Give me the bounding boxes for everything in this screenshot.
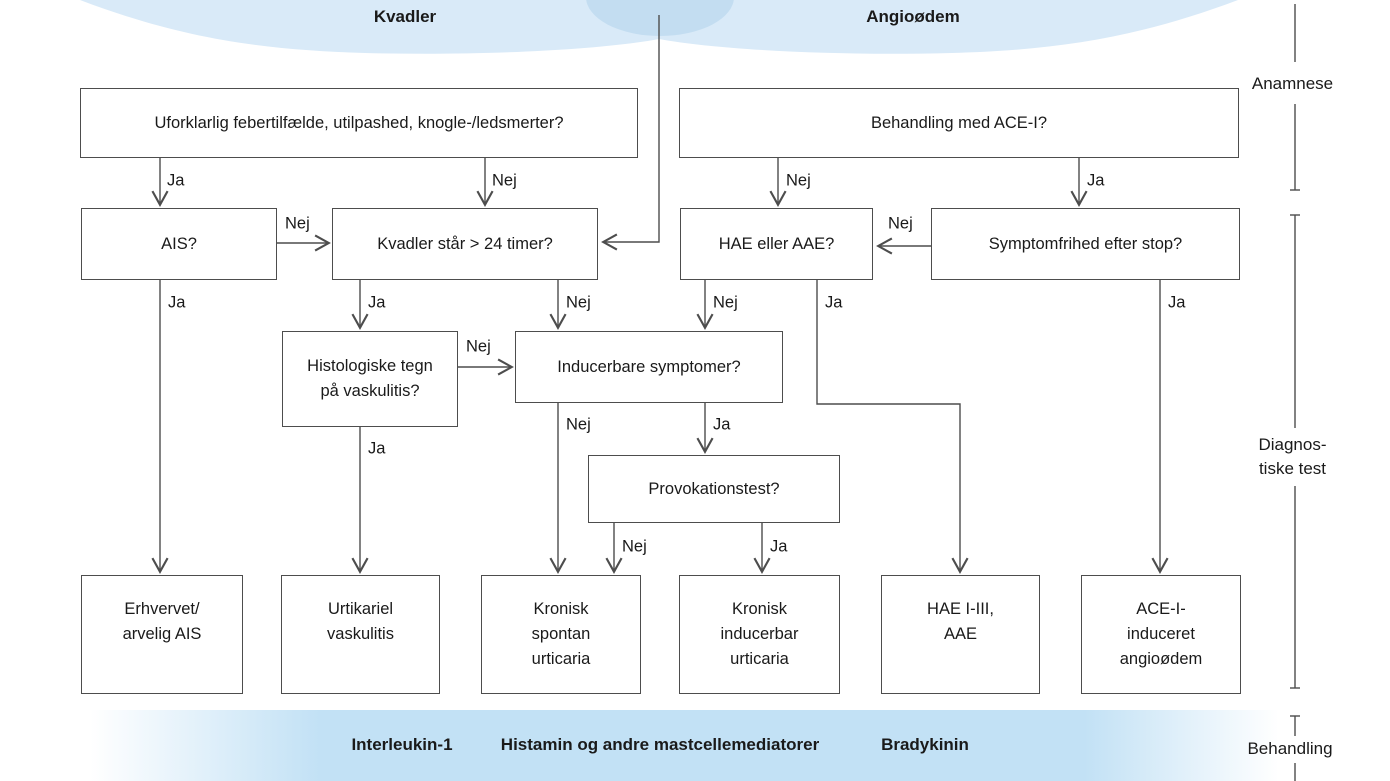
edge-label-histologiske-nej: Nej	[466, 337, 491, 356]
edge-label-symptomfrihed-ja: Ja	[1168, 293, 1186, 312]
edge-label-kvadler24-ja: Ja	[368, 293, 386, 312]
node-erhvervet-text: Erhvervet/arvelig AIS	[122, 600, 202, 643]
edge-label-ais-ja: Ja	[168, 293, 186, 312]
mediator-histamin: Histamin og andre mastcellemediatorer	[500, 735, 820, 754]
phase-bracket	[1290, 4, 1300, 781]
phase-diagnostiske-line2: tiske test	[1258, 459, 1327, 478]
edge-label-ace-nej: Nej	[786, 171, 811, 190]
node-kvadler-24-timer: Kvadler står > 24 timer?	[332, 208, 598, 280]
node-provokationstest: Provokationstest?	[588, 455, 840, 523]
node-erhvervet-arvelig-ais: Erhvervet/arvelig AIS	[81, 575, 243, 694]
node-hae-i-iii-aae: HAE I-III,AAE	[881, 575, 1040, 694]
edge-label-ais-nej: Nej	[285, 214, 310, 233]
edge-label-provokationstest-nej: Nej	[622, 537, 647, 556]
edge-label-inducerbare-ja: Ja	[713, 415, 731, 434]
phase-behandling: Behandling	[1247, 739, 1333, 758]
node-hae-eller-aae: HAE eller AAE?	[680, 208, 873, 280]
edge-divider-to-kvadler24	[601, 15, 660, 251]
edge-label-ace-ja: Ja	[1087, 171, 1105, 190]
edge-hae-ja	[816, 280, 969, 574]
edge-label-uforklarlig-nej: Nej	[492, 171, 517, 190]
edge-label-kvadler24-nej: Nej	[566, 293, 591, 312]
mediator-interleukin-1: Interleukin-1	[351, 735, 453, 754]
node-inducerbare-symptomer: Inducerbare symptomer?	[515, 331, 783, 403]
title-angioodem: Angioødem	[866, 7, 960, 26]
edge-label-hae-nej: Nej	[713, 293, 738, 312]
edge-label-uforklarlig-ja: Ja	[167, 171, 185, 190]
edge-label-inducerbare-nej: Nej	[566, 415, 591, 434]
dark-center-ellipse	[586, 0, 734, 36]
node-symptomfrihed: Symptomfrihed efter stop?	[931, 208, 1240, 280]
title-kvadler: Kvadler	[373, 7, 437, 26]
node-uforklarlig: Uforklarlig febertilfælde, utilpashed, k…	[80, 88, 638, 158]
edge-label-histologiske-ja: Ja	[368, 439, 386, 458]
mediator-bradykinin: Bradykinin	[881, 735, 969, 754]
node-behandling-ace: Behandling med ACE-I?	[679, 88, 1239, 158]
edge-label-hae-ja: Ja	[825, 293, 843, 312]
phase-diagnostiske-line1: Diagnos-	[1258, 435, 1327, 454]
edge-label-symptomfrihed-nej: Nej	[888, 214, 913, 233]
node-ais: AIS?	[81, 208, 277, 280]
edge-label-provokationstest-ja: Ja	[770, 537, 788, 556]
phase-diagnostiske-test: Diagnos- tiske test	[1220, 433, 1365, 481]
phase-anamnese: Anamnese	[1251, 74, 1334, 93]
bottom-mediator-band	[0, 710, 1390, 781]
node-hae-i-iii-text: HAE I-III,AAE	[927, 600, 994, 643]
